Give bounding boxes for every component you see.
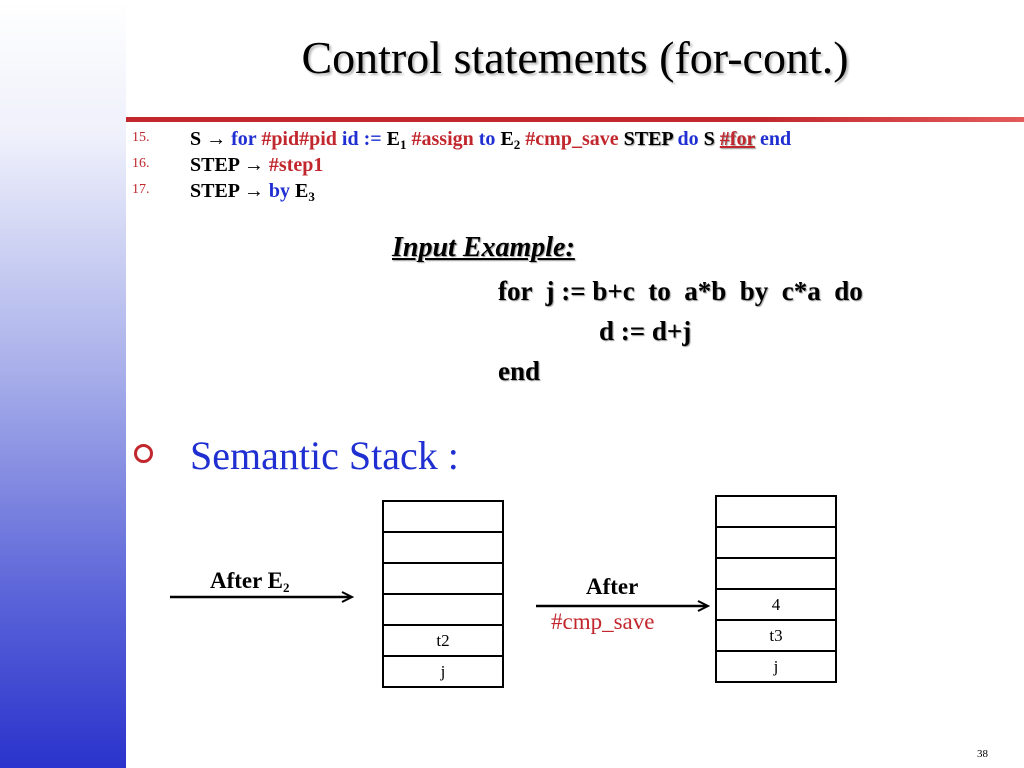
rule-number: 15. xyxy=(132,130,150,145)
stack-cell: 4 xyxy=(715,588,837,621)
title-rule xyxy=(126,117,1024,122)
slide-title: Control statements (for-cont.) xyxy=(301,32,849,83)
stack-cell xyxy=(715,495,837,528)
grammar-rules: 15. S → for #pid#pid id := E1 #assign to… xyxy=(126,126,1024,204)
cmp-save-label: #cmp_save xyxy=(551,609,655,634)
rule-body: STEP → #step1 xyxy=(190,152,323,178)
rule-token: STEP xyxy=(623,128,673,150)
code-line: for j := b+c to a*b by c*a do xyxy=(498,276,863,306)
rule-token: → xyxy=(243,154,269,176)
rule-token: #pid#pid xyxy=(261,128,342,150)
stack-cell xyxy=(382,531,504,564)
stack-cell xyxy=(382,500,504,533)
rule-token: E xyxy=(295,180,309,202)
grammar-rule: 15. S → for #pid#pid id := E1 #assign to… xyxy=(126,126,1024,152)
page-number: 38 xyxy=(977,748,988,760)
bullet-circle-icon xyxy=(134,444,153,463)
rule-body: S → for #pid#pid id := E1 #assign to E2 … xyxy=(190,126,791,152)
side-gradient-bar xyxy=(0,0,126,768)
example-title: Input Example: xyxy=(392,232,575,263)
stack-cell: t3 xyxy=(715,619,837,652)
rule-token: STEP xyxy=(190,154,244,176)
stack-cell: j xyxy=(715,650,837,683)
rule-token: id := xyxy=(341,128,387,150)
rule-token: E xyxy=(386,128,401,150)
rule-number: 16. xyxy=(132,156,150,171)
rule-subscript: 3 xyxy=(308,189,315,204)
after-label: After xyxy=(586,574,639,599)
semantic-stack-left: t2 j xyxy=(382,500,504,688)
rule-body: STEP → by E3 xyxy=(190,178,315,204)
grammar-rule: 16. STEP → #step1 xyxy=(126,152,1024,178)
rule-token: for xyxy=(231,128,262,150)
rule-token: → xyxy=(243,180,269,202)
after-e2-label: After E2 xyxy=(210,568,290,594)
rule-token: #for xyxy=(719,128,755,150)
after-e2-subscript: 2 xyxy=(283,580,290,595)
rule-token: STEP xyxy=(190,180,244,202)
code-line: end xyxy=(498,356,541,386)
rule-token: to xyxy=(478,128,501,150)
rule-token: by xyxy=(268,180,296,202)
rule-token: → xyxy=(206,128,232,150)
stack-cell xyxy=(715,526,837,559)
rule-token: S xyxy=(703,128,715,150)
rule-token: E xyxy=(500,128,514,150)
stack-cell: t2 xyxy=(382,624,504,657)
arrow-right-icon xyxy=(536,600,711,612)
after-e2-text: After E xyxy=(210,568,284,593)
grammar-rule: 17. STEP → by E3 xyxy=(126,178,1024,204)
stack-cell xyxy=(382,593,504,626)
stack-cell xyxy=(382,562,504,595)
rule-token: do xyxy=(672,128,704,150)
semantic-stack-right: 4 t3 j xyxy=(715,495,837,683)
stack-cell: j xyxy=(382,655,504,688)
rule-number: 17. xyxy=(132,182,150,197)
rule-token: #assign xyxy=(406,128,479,150)
rule-token: #cmp_save xyxy=(520,128,624,150)
rule-subscript: 2 xyxy=(513,137,521,152)
stack-cell xyxy=(715,557,837,590)
code-line: d := d+j xyxy=(599,316,692,346)
rule-token: end xyxy=(754,128,792,150)
semantic-stack-heading: Semantic Stack : xyxy=(190,433,459,478)
rule-token: #step1 xyxy=(268,154,324,176)
rule-token: S xyxy=(190,128,207,150)
arrow-right-icon xyxy=(170,591,355,603)
rule-subscript: 1 xyxy=(400,137,407,152)
